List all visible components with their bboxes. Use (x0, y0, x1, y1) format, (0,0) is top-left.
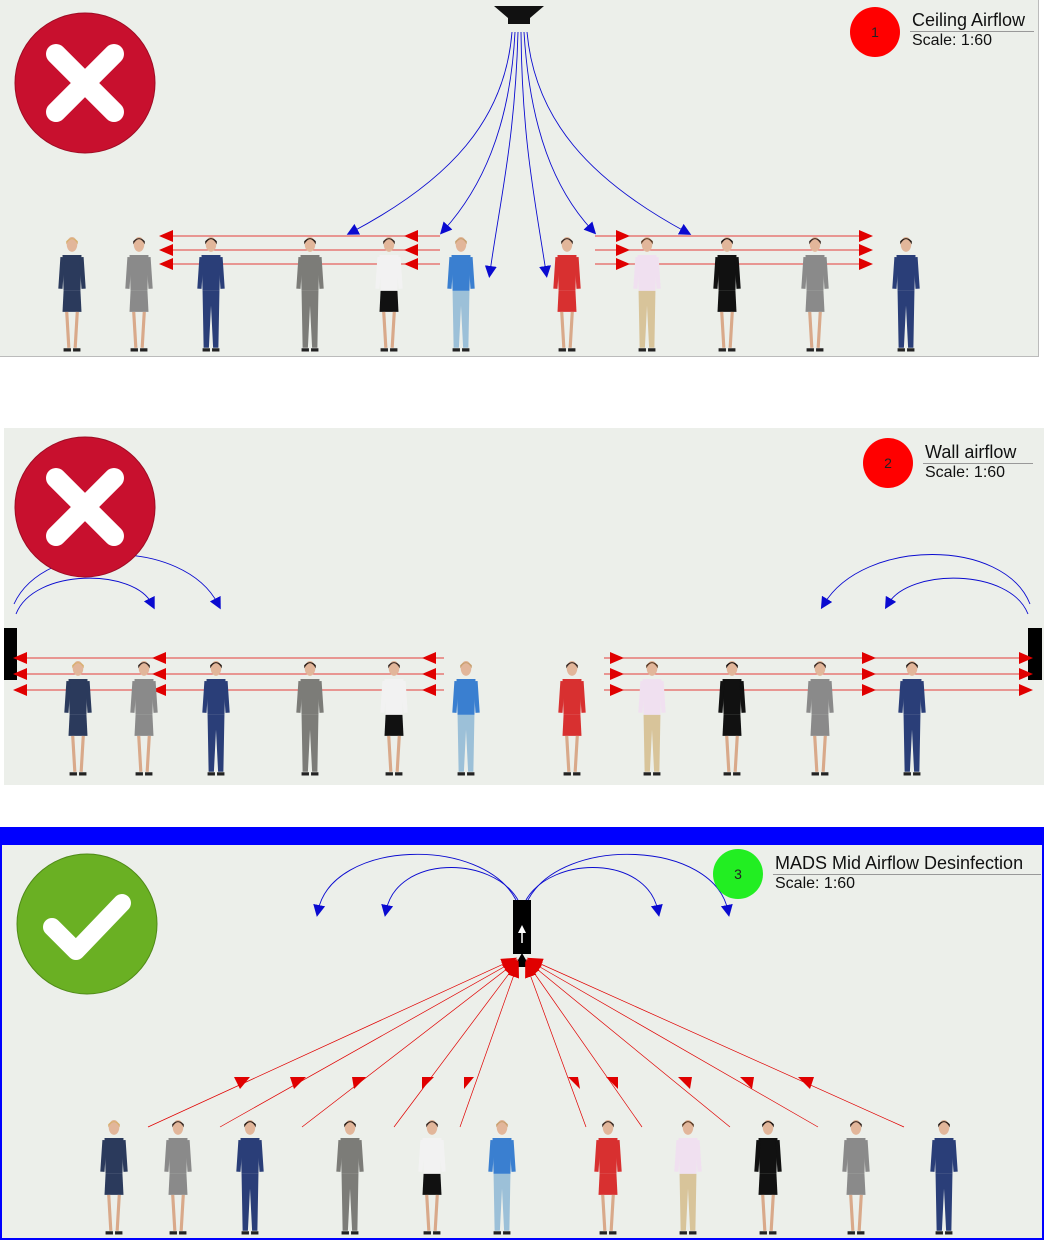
person-figure-icon (64, 661, 92, 776)
return-arrow-heads (404, 230, 630, 270)
people-group (64, 661, 926, 776)
panel-title: Ceiling Airflow (912, 10, 1026, 30)
status-check-icon (16, 853, 158, 995)
panel-scale: Scale: 1:60 (925, 464, 1006, 481)
person-figure-icon (130, 661, 158, 776)
person-figure-icon (718, 661, 746, 776)
supply-airflow-arrows (346, 31, 692, 278)
wall-airflow-diagram (4, 554, 1042, 776)
people-group (100, 1120, 958, 1235)
wall-unit-right-icon (1028, 628, 1042, 680)
person-figure-icon (125, 237, 153, 352)
person-figure-icon (58, 237, 86, 352)
panel-number-badge: 2 (863, 438, 913, 488)
person-figure-icon (164, 1120, 192, 1235)
person-figure-icon (197, 237, 225, 352)
person-figure-icon (488, 1120, 516, 1235)
supply-airflow-arrows (13, 554, 1031, 615)
return-arrow-heads (152, 652, 876, 696)
person-figure-icon (594, 1120, 622, 1235)
panel-scale: Scale: 1:60 (775, 875, 856, 892)
person-figure-icon (930, 1120, 958, 1235)
person-figure-icon (447, 237, 475, 352)
mads-frame-top-bar (0, 827, 1044, 845)
panel-scale: Scale: 1:60 (912, 32, 993, 49)
person-figure-icon (638, 661, 666, 776)
panel-title: Wall airflow (925, 442, 1017, 462)
person-figure-icon (375, 237, 403, 352)
status-x-icon (14, 12, 156, 154)
person-figure-icon (380, 661, 408, 776)
panel-ceiling-airflow: 1 Ceiling Airflow Scale: 1:60 (0, 0, 1039, 357)
person-figure-icon (296, 661, 324, 776)
title-divider (773, 874, 1041, 875)
ceiling-airflow-diagram (58, 6, 920, 352)
return-airflow-arrows (159, 230, 873, 270)
panel-number-badge: 1 (850, 7, 900, 57)
people-group (58, 237, 920, 352)
person-figure-icon (418, 1120, 446, 1235)
panel-title: MADS Mid Airflow Desinfection (775, 853, 1024, 873)
person-figure-icon (236, 1120, 264, 1235)
person-figure-icon (713, 237, 741, 352)
person-figure-icon (801, 237, 829, 352)
person-figure-icon (898, 661, 926, 776)
person-figure-icon (452, 661, 480, 776)
person-figure-icon (806, 661, 834, 776)
panel-mads-airflow: 3 MADS Mid Airflow Desinfection Scale: 1… (0, 845, 1044, 1240)
person-figure-icon (754, 1120, 782, 1235)
person-figure-icon (633, 237, 661, 352)
person-figure-icon (336, 1120, 364, 1235)
return-arrow-heads (234, 1077, 814, 1089)
person-figure-icon (100, 1120, 128, 1235)
person-figure-icon (674, 1120, 702, 1235)
panel-number-badge: 3 (713, 849, 763, 899)
wall-unit-left-icon (4, 628, 17, 680)
mads-airflow-diagram (100, 854, 958, 1235)
ceiling-diffuser-icon (494, 6, 544, 24)
title-divider (923, 463, 1033, 464)
person-figure-icon (296, 237, 324, 352)
title-divider (910, 31, 1034, 32)
person-figure-icon (842, 1120, 870, 1235)
person-figure-icon (553, 237, 581, 352)
return-airflow-arrows (147, 957, 905, 1128)
person-figure-icon (558, 661, 586, 776)
panel-wall-airflow: 2 Wall airflow Scale: 1:60 (4, 428, 1044, 785)
person-figure-icon (202, 661, 230, 776)
mads-unit-icon (513, 900, 531, 967)
person-figure-icon (892, 237, 920, 352)
status-x-icon (14, 436, 156, 578)
